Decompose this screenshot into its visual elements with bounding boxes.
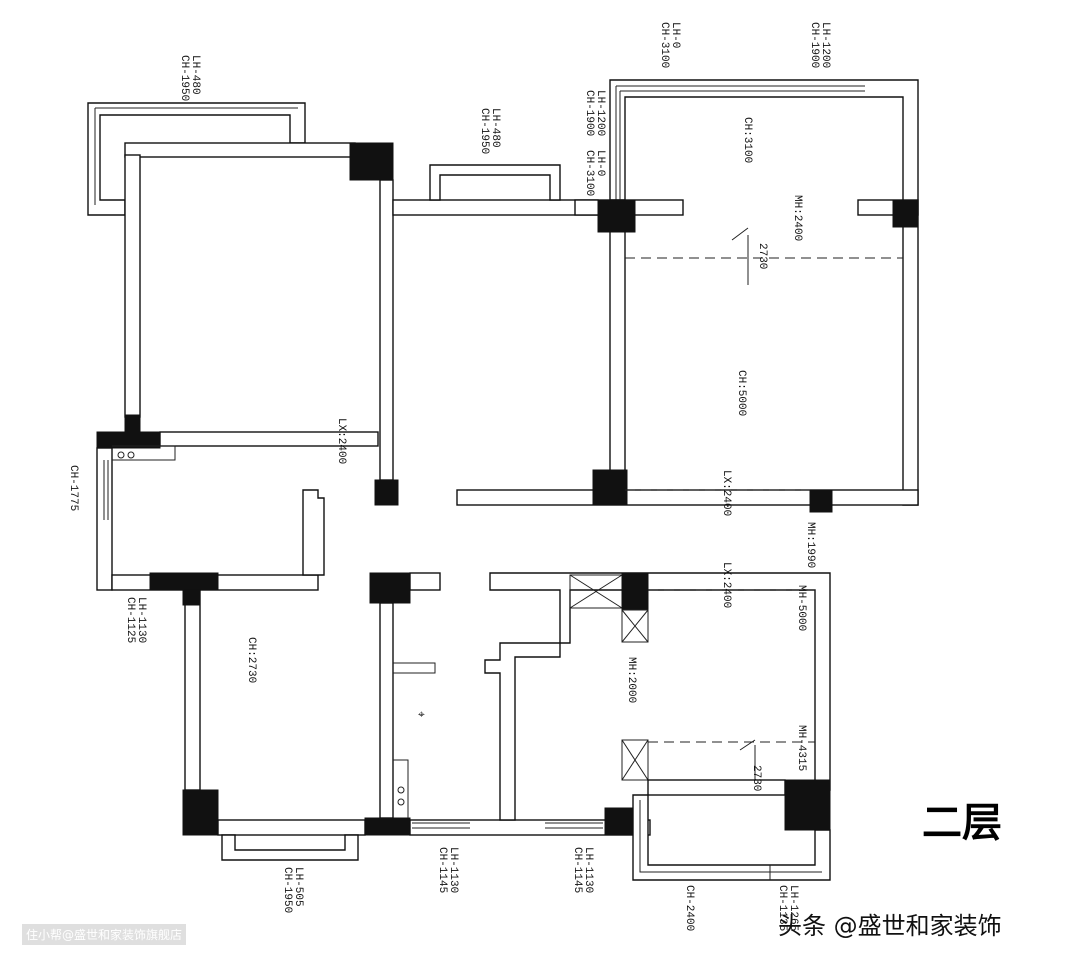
fixture: [127, 451, 135, 459]
wall: [124, 154, 141, 418]
floor-title: 二层: [922, 800, 1002, 846]
window-label: CH-2400: [683, 885, 695, 932]
column: [124, 414, 141, 434]
watermark-secondary: 住小帮@盛世和家装饰旗舰店: [22, 924, 187, 945]
wall: [124, 142, 356, 158]
wall: [379, 602, 394, 819]
column: [597, 199, 636, 233]
wall: [184, 589, 201, 791]
shaft: [621, 739, 649, 781]
wall: [379, 179, 394, 481]
column: [892, 199, 919, 228]
fixture: [397, 786, 405, 794]
beam-label: LX:2400: [720, 562, 732, 609]
beam-height-label: 2730: [750, 765, 762, 792]
top-left-balcony: [87, 102, 306, 216]
column: [182, 789, 219, 836]
ceiling-height-label: CH:3100: [741, 117, 753, 164]
fixture: [397, 798, 405, 806]
window-label: CH-1775: [67, 465, 79, 512]
beam-line: [250, 257, 903, 491]
column: [182, 589, 201, 606]
beam-height-label: 2730: [756, 243, 768, 270]
column: [149, 572, 219, 591]
wall: [159, 431, 379, 447]
fixture-lines: [393, 662, 436, 818]
fixture: [117, 451, 125, 459]
window-lines: [639, 800, 822, 880]
beam-label: LX:2400: [335, 418, 347, 465]
watermark: 头条 @盛世和家装饰: [778, 912, 1002, 940]
window-lines: [103, 445, 176, 520]
wall: [409, 819, 651, 836]
column: [364, 817, 411, 836]
column: [349, 142, 394, 181]
bay-window: [429, 164, 561, 201]
column: [369, 572, 411, 604]
wall: [609, 214, 626, 476]
wall: [609, 79, 919, 506]
wall: [409, 572, 441, 591]
door-height-label: MH-4315: [795, 725, 807, 772]
column: [784, 779, 831, 831]
column: [592, 469, 628, 506]
wall: [456, 489, 919, 506]
door-height-label: MH:2000: [625, 657, 637, 704]
window-lines: [615, 85, 865, 200]
wall: [392, 199, 599, 216]
section-mark: [731, 227, 749, 285]
ceiling-height-label: CH:5000: [735, 370, 747, 417]
beam-line: [648, 589, 815, 743]
wall: [302, 489, 325, 576]
bay-window: [221, 834, 359, 861]
beam-label: LX:2400: [720, 470, 732, 517]
shaft-cross: [621, 739, 649, 781]
door-height-label: MH:1990: [804, 522, 816, 569]
shaft-cross: [621, 609, 649, 643]
ceiling-height-label: CH:2730: [245, 637, 257, 684]
shaft-cross: [569, 574, 623, 609]
window-lines: [412, 822, 603, 829]
wall: [217, 819, 366, 836]
wall: [647, 779, 786, 796]
door-height-label: MH:2400: [791, 195, 803, 242]
column: [374, 479, 399, 506]
shaft: [621, 609, 649, 643]
ceiling-light-icon: ⌖: [418, 708, 425, 722]
door-height-label: MH-5000: [795, 585, 807, 632]
column: [621, 572, 649, 611]
column: [809, 489, 833, 513]
